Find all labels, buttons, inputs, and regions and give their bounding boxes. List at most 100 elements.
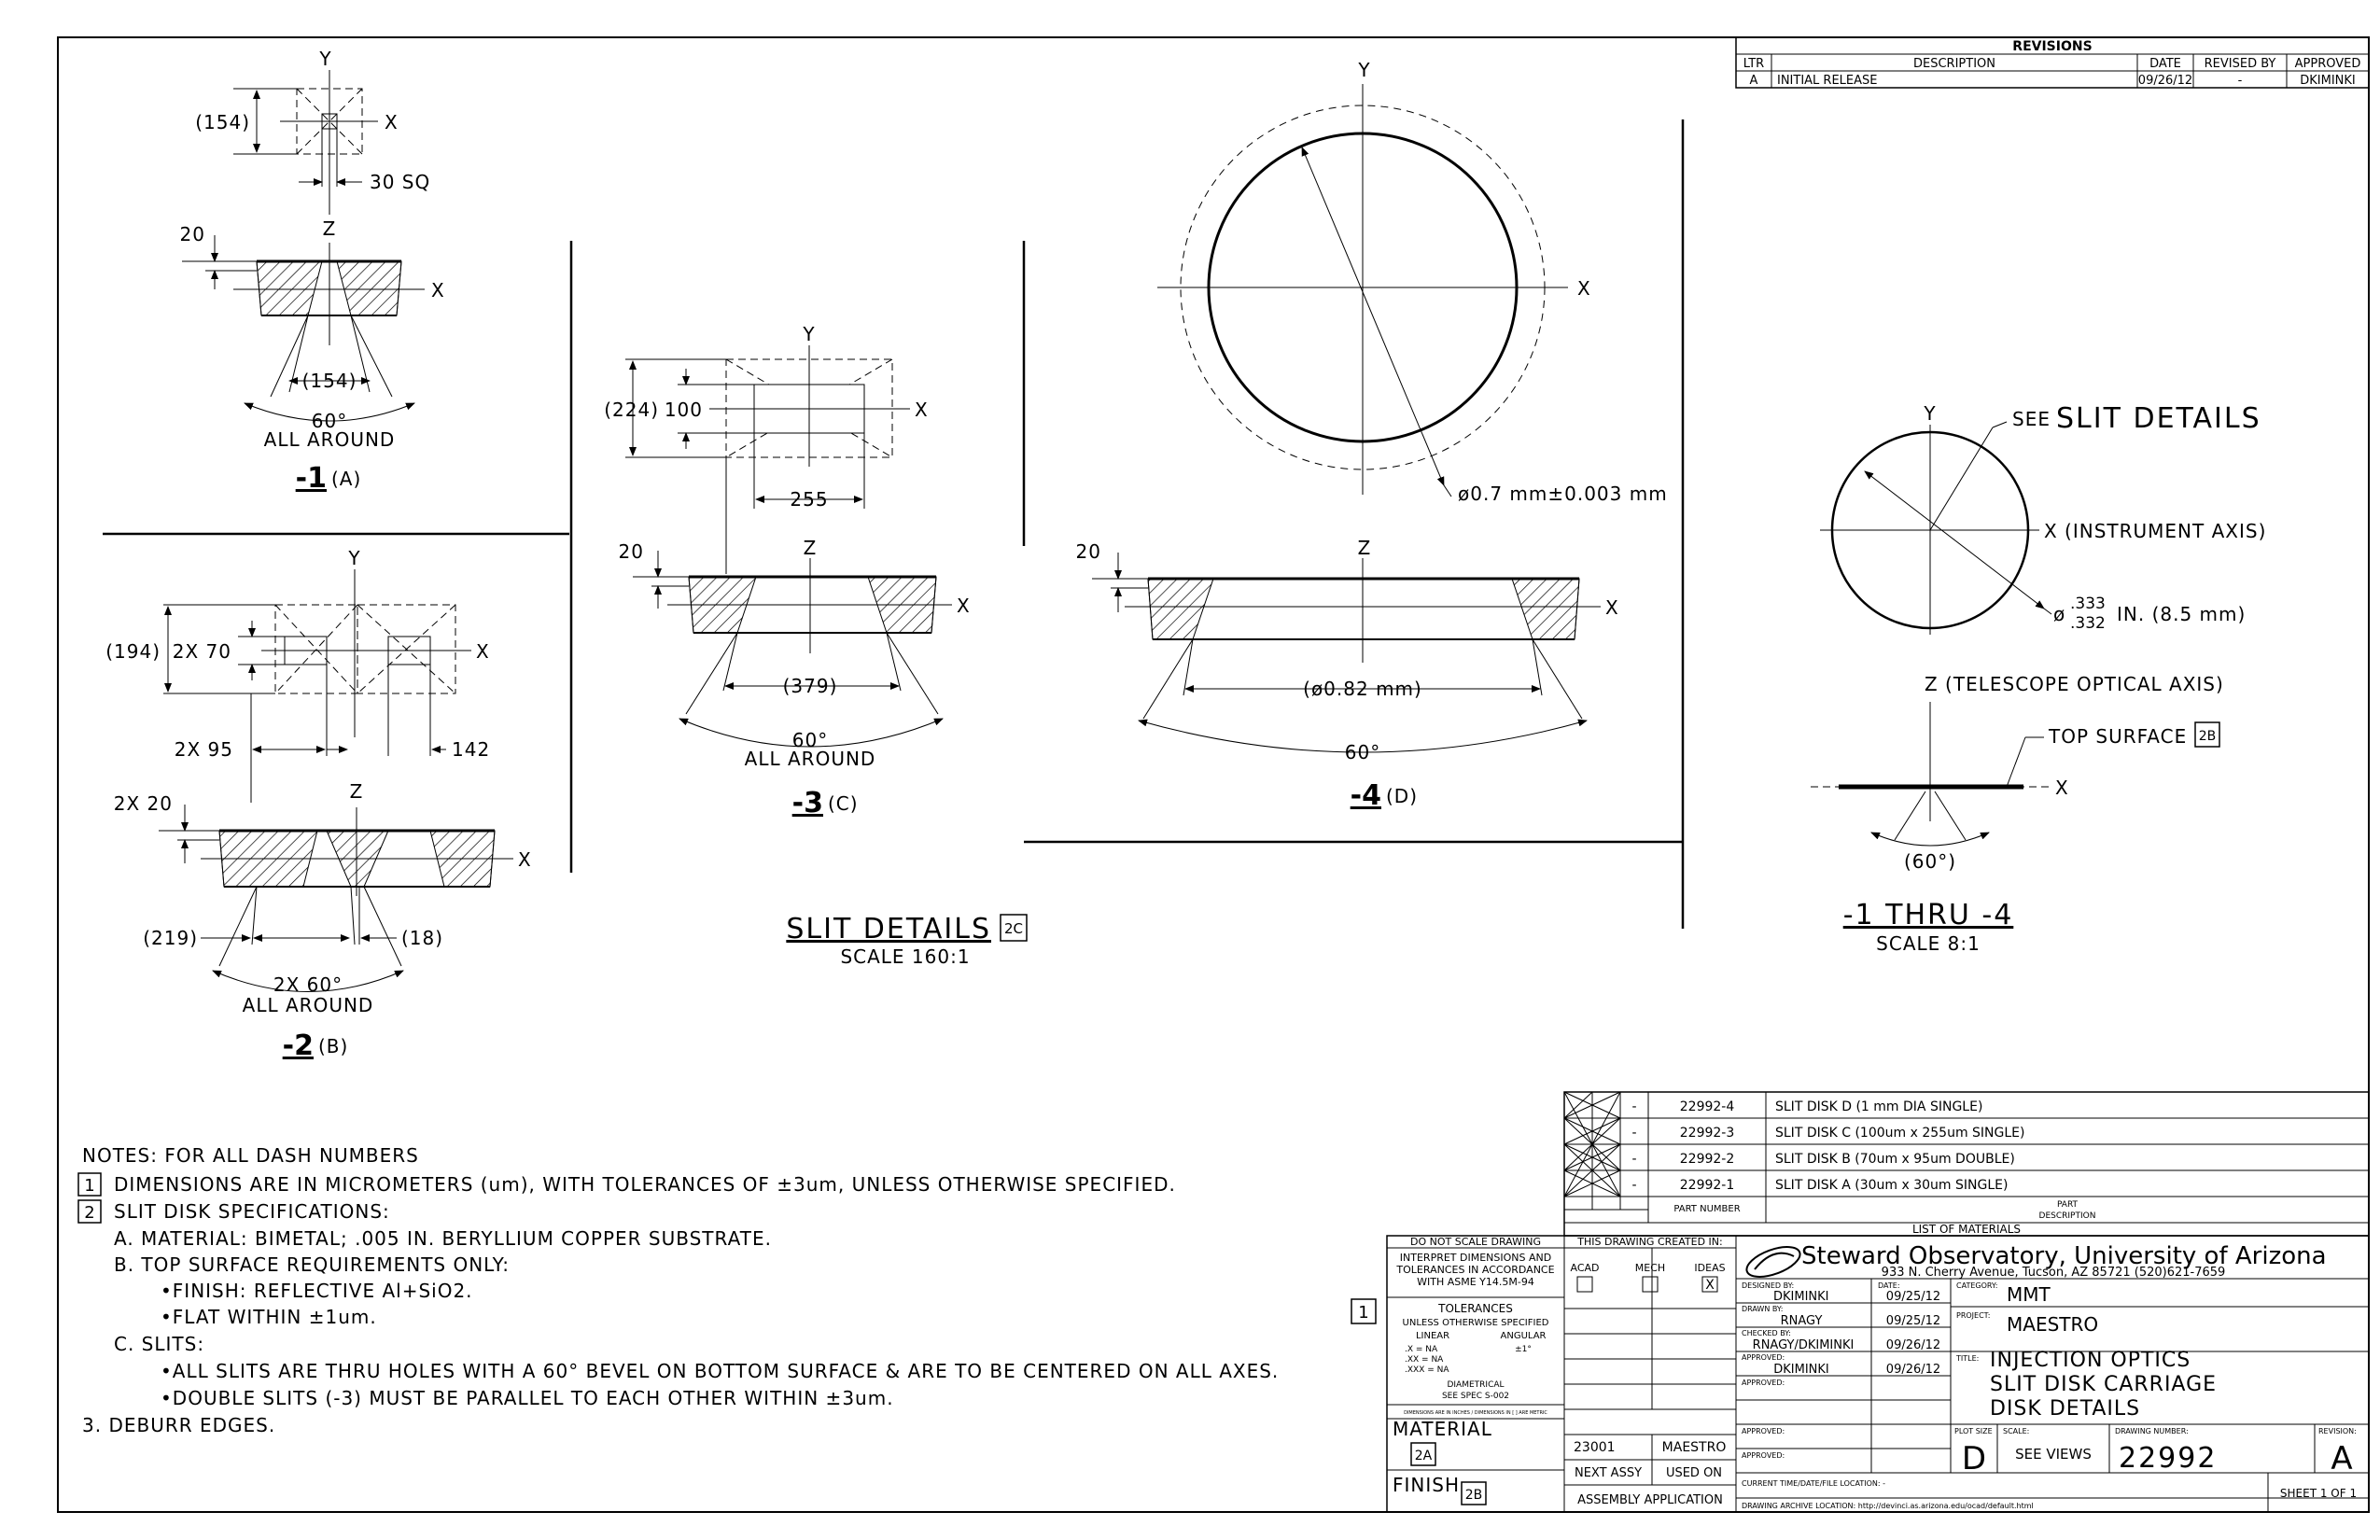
bom-text: - 22992-4 SLIT DISK D (1 mm DIA SINGLE) … <box>1631 1099 2095 1236</box>
v4-dim-dia: ø0.7 mm±0.003 mm <box>1458 483 1668 505</box>
bom-row2-part: 22992-3 <box>1680 1126 1735 1141</box>
note-2b-2: •FLAT WITHIN ±1um. <box>161 1306 377 1328</box>
thru-title: -1 THRU -4 <box>1843 899 2014 931</box>
tb-title-3: DISK DETAILS <box>1990 1397 2140 1421</box>
tb-checked-date: 09/26/12 <box>1886 1338 1940 1352</box>
rev-row-revised-by: - <box>2238 74 2243 88</box>
tb-project: MAESTRO <box>2007 1313 2098 1336</box>
bom-row2-desc: SLIT DISK C (100um x 255um SINGLE) <box>1775 1126 2024 1141</box>
tb-tol-3: .XXX = NA <box>1405 1365 1449 1375</box>
revisions-table: REVISIONS LTR DESCRIPTION DATE REVISED B… <box>1735 36 2370 89</box>
v3-dim-100: 100 <box>665 399 703 421</box>
v1-dim-30sq: 30 SQ <box>370 171 430 193</box>
thru-dia-symbol: ø <box>2053 603 2065 625</box>
tb-ideas-mark: X <box>1705 1278 1715 1293</box>
rev-row-ltr: A <box>1750 74 1758 88</box>
rev-row-date: 09/26/12 <box>2138 74 2192 88</box>
tb-unless: UNLESS OTHERWISE SPECIFIED <box>1403 1318 1549 1328</box>
notes: NOTES: FOR ALL DASH NUMBERS 1 DIMENSIONS… <box>77 1144 1279 1436</box>
thru-top-surface-flag-box <box>2194 721 2220 748</box>
tb-brackets: DIMENSIONS ARE IN INCHES / DIMENSIONS IN… <box>1404 1410 1547 1416</box>
v4-label: -4 <box>1351 779 1381 812</box>
bom-row2-qty: - <box>1631 1126 1636 1141</box>
tb-angular: ANGULAR <box>1501 1331 1547 1341</box>
thru-angle: (60°) <box>1904 850 1956 873</box>
tb-scale-label: SCALE: <box>2003 1427 2029 1435</box>
tb-address: 933 N. Cherry Avenue, Tucson, AZ 85721 (… <box>1882 1266 2226 1280</box>
tb-tolerances: TOLERANCES <box>1437 1302 1513 1315</box>
note-2b: B. TOP SURFACE REQUIREMENTS ONLY: <box>114 1253 510 1276</box>
view-4 <box>1092 84 1601 753</box>
tb-designed-by: DKIMINKI <box>1773 1290 1829 1304</box>
v3-x-axis: X <box>915 399 929 421</box>
tb-category-label: CATEGORY: <box>1956 1281 1997 1290</box>
slit-details-scale: SCALE 160:1 <box>840 945 970 968</box>
notes-title: NOTES: FOR ALL DASH NUMBERS <box>82 1144 419 1167</box>
title-block-text: DO NOT SCALE DRAWING INTERPRET DIMENSION… <box>1351 1236 2357 1510</box>
tb-used-on: USED ON <box>1666 1466 1722 1480</box>
slit-details-title: SLIT DETAILS 2C SCALE 160:1 <box>786 913 1028 968</box>
bom-row3-qty: - <box>1631 1152 1636 1167</box>
v1-letter: (A) <box>331 468 361 490</box>
v1-z-axis: Z <box>323 217 337 240</box>
thru-dia-unit: IN. (8.5 mm) <box>2117 603 2246 625</box>
tb-date-label: DATE: <box>1878 1281 1900 1290</box>
v4-angle: 60° <box>1345 741 1380 763</box>
v3-letter: (C) <box>828 792 859 815</box>
rev-row-approved: DKIMINKI <box>2300 74 2356 88</box>
thru-see-slit-details: SLIT DETAILS <box>2056 402 2261 435</box>
v4-x-axis: X <box>1577 277 1591 300</box>
v2-label: -2 <box>283 1029 314 1062</box>
v3-y-axis: Y <box>802 323 815 345</box>
v2-dim-194: (194) <box>105 640 161 663</box>
bom-row3-desc: SLIT DISK B (70um x 95um DOUBLE) <box>1775 1152 2015 1167</box>
bom-row4-desc: SLIT DISK A (30um x 30um SINGLE) <box>1775 1178 2008 1193</box>
v4-dim-082: (ø0.82 mm) <box>1303 678 1422 700</box>
tb-flag-1: 1 <box>1358 1303 1368 1323</box>
tb-tol-angular: ±1° <box>1515 1345 1532 1354</box>
tb-approved-label-1: APPROVED: <box>1742 1353 1785 1362</box>
slit-details-flag: 2C <box>1004 920 1023 937</box>
tb-assembly: ASSEMBLY APPLICATION <box>1577 1493 1723 1507</box>
tb-do-not-scale: DO NOT SCALE DRAWING <box>1410 1236 1541 1248</box>
note-flag-1: 1 <box>84 1176 94 1196</box>
tb-approved-label-2: APPROVED: <box>1742 1379 1785 1387</box>
thru-z-axis-telescope: Z (TELESCOPE OPTICAL AXIS) <box>1925 673 2224 695</box>
v2-dim-219: (219) <box>143 927 198 949</box>
bom-row1-desc: SLIT DISK D (1 mm DIA SINGLE) <box>1775 1099 1982 1114</box>
tb-revision-label: REVISION: <box>2318 1427 2357 1435</box>
note-1: DIMENSIONS ARE IN MICROMETERS (um), WITH… <box>114 1173 1176 1196</box>
view-1-labels: Y X (154) 30 SQ 20 Z X (154) 60° ALL ARO… <box>180 48 445 495</box>
tb-archive-location: DRAWING ARCHIVE LOCATION: http://devinci… <box>1742 1502 2034 1510</box>
sheet-border <box>57 36 2370 1513</box>
tb-sheet: SHEET 1 OF 1 <box>2280 1487 2357 1500</box>
view-thru-labels: Y SEE SLIT DETAILS X (INSTRUMENT AXIS) ø… <box>1843 402 2266 955</box>
v1-x-axis-sec: X <box>431 279 445 301</box>
tb-approved-by: DKIMINKI <box>1773 1363 1829 1377</box>
tb-title-2: SLIT DISK CARRIAGE <box>1990 1373 2217 1396</box>
note-2c-1: •ALL SLITS ARE THRU HOLES WITH A 60° BEV… <box>161 1360 1279 1382</box>
tb-tol-1: .X = NA <box>1405 1345 1438 1354</box>
v2-angle: 2X 60° <box>273 973 343 996</box>
bom-header-part: PART <box>2057 1200 2079 1210</box>
v1-dim-throat: (154) <box>302 370 357 392</box>
tb-spec: SEE SPEC S-002 <box>1442 1392 1509 1401</box>
thru-x-axis-instrument: X (INSTRUMENT AXIS) <box>2044 520 2266 542</box>
note-2: SLIT DISK SPECIFICATIONS: <box>114 1200 390 1223</box>
tb-plot-size-label: PLOT SIZE <box>1954 1427 1993 1435</box>
thru-dia-top: .333 <box>2070 595 2106 613</box>
v3-dim-379: (379) <box>783 675 838 697</box>
tb-used-on-val: MAESTRO <box>1662 1440 1727 1455</box>
v2-dim-70: 2X 70 <box>173 640 231 663</box>
v1-angle: 60° <box>312 410 347 432</box>
tb-created-in: THIS DRAWING CREATED IN: <box>1576 1236 1722 1248</box>
tb-interpret-2: TOLERANCES IN ACCORDANCE <box>1395 1264 1554 1276</box>
tb-category: MMT <box>2007 1283 2051 1306</box>
tb-interpret-3: WITH ASME Y14.5M-94 <box>1417 1276 1534 1288</box>
thru-scale: SCALE 8:1 <box>1876 932 1981 955</box>
v3-x-axis-sec: X <box>957 595 971 617</box>
tb-drawn-by-label: DRAWN BY: <box>1742 1305 1783 1313</box>
tb-title-label: TITLE: <box>1955 1354 1979 1363</box>
tb-material: MATERIAL <box>1393 1418 1492 1440</box>
